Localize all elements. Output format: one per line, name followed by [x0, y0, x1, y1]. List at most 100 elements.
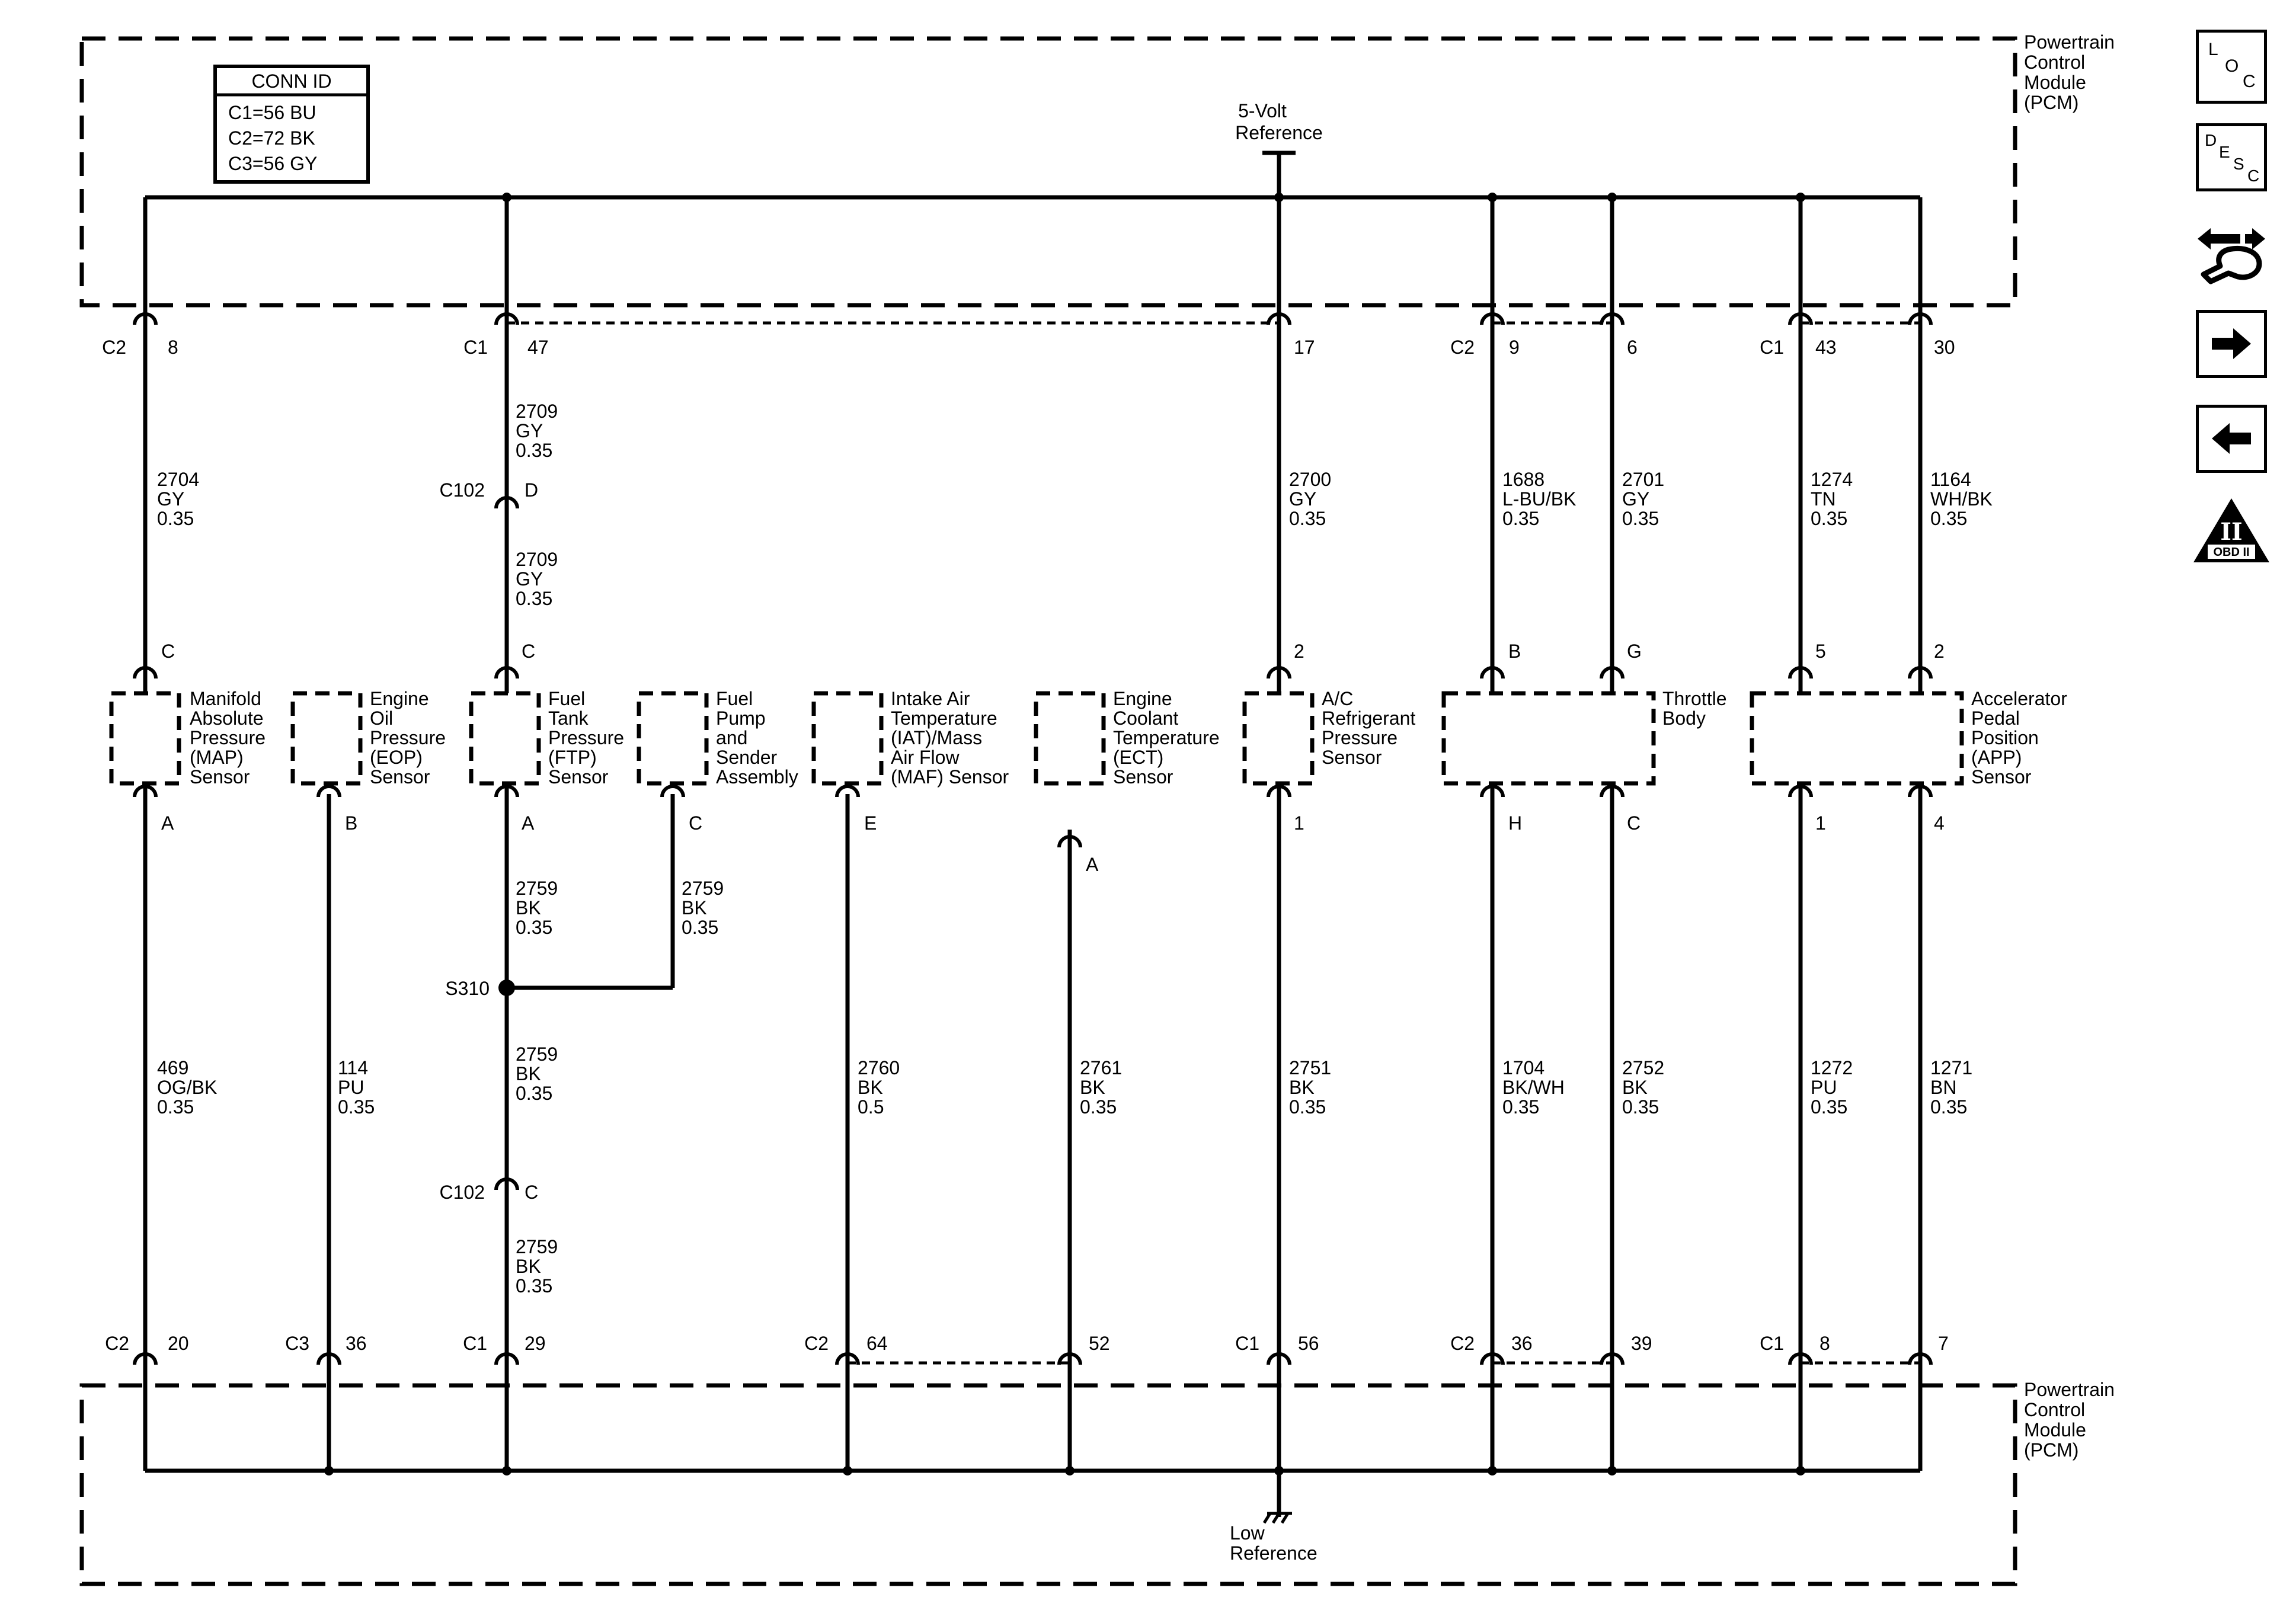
pin-letter: A — [522, 812, 535, 834]
connector-id: C1 — [1235, 1333, 1259, 1354]
wire-gauge: 0.35 — [682, 917, 718, 938]
svg-text:Fuel: Fuel — [716, 688, 753, 709]
conn-id-title: CONN ID — [251, 71, 331, 92]
svg-text:and: and — [716, 727, 747, 748]
low-reference-label: Low — [1230, 1522, 1265, 1544]
circuit-number: 2759 — [516, 878, 558, 899]
wire-gauge: 0.35 — [1289, 1096, 1326, 1118]
svg-text:Oil: Oil — [370, 708, 393, 729]
wire-gauge: 0.35 — [516, 917, 552, 938]
circuit-number: 2709 — [516, 401, 558, 422]
wire-color: PU — [338, 1077, 364, 1098]
pcm-bottom-outline — [79, 1383, 2017, 1586]
svg-text:Control: Control — [2024, 1399, 2085, 1420]
splice-label: S310 — [445, 978, 490, 999]
wire-gauge: 0.35 — [157, 508, 194, 529]
bottom-connector-labels: C2 20 C3 36 C1 29 C2 64 52 C1 56 C2 36 3… — [105, 1333, 1949, 1354]
svg-text:D: D — [525, 479, 538, 501]
wire-gauge: 0.35 — [1811, 508, 1847, 529]
inline-connector-c102-top: C102 D — [440, 479, 539, 501]
wire-color: PU — [1811, 1077, 1837, 1098]
sensor-top-pins: C C 2 B G 5 2 — [161, 641, 1945, 662]
ac-pressure-sensor-box — [1242, 691, 1315, 786]
previous-arrow-icon[interactable] — [2196, 405, 2267, 473]
wires — [143, 197, 1923, 1471]
pin-number: 1 — [1294, 812, 1304, 834]
wire-gauge: 0.35 — [157, 1096, 194, 1118]
svg-text:Sensor: Sensor — [1971, 766, 2032, 788]
connector-id: C1 — [1760, 1333, 1784, 1354]
pin-number: 29 — [525, 1333, 546, 1354]
pin-number: 2 — [1934, 641, 1945, 662]
circuit-number: 2760 — [858, 1057, 900, 1078]
circuit-number: 1274 — [1811, 469, 1853, 490]
pin-letter: G — [1627, 641, 1642, 662]
pin-number: 5 — [1815, 641, 1826, 662]
five-volt-reference-label: Reference — [1235, 122, 1323, 143]
svg-text:Module: Module — [2024, 1419, 2086, 1441]
pin-letter: H — [1508, 812, 1522, 834]
wire-gauge: 0.35 — [516, 440, 552, 461]
svg-text:C102: C102 — [440, 1182, 485, 1203]
obd-ii-icon[interactable]: II OBD II — [2190, 495, 2273, 566]
component-label-fuel-pump: Fuel Pump and Sender Assembly — [716, 688, 798, 788]
wire-color: OG/BK — [157, 1077, 217, 1098]
pcm-top-label: Powertrain Control Module (PCM) — [2024, 31, 2115, 113]
desc-icon[interactable]: D E S C — [2196, 123, 2267, 191]
circuit-number: 2701 — [1622, 469, 1664, 490]
svg-text:Air Flow: Air Flow — [891, 747, 960, 768]
wire-color: WH/BK — [1930, 488, 1993, 510]
svg-text:(MAF) Sensor: (MAF) Sensor — [891, 766, 1009, 788]
svg-text:Accelerator: Accelerator — [1971, 688, 2067, 709]
svg-text:Pedal: Pedal — [1971, 708, 2020, 729]
circuit-number: 2752 — [1622, 1057, 1664, 1078]
connector-repair-icon[interactable] — [2193, 216, 2270, 287]
circuit-number: 2759 — [516, 1044, 558, 1065]
component-label-app: Accelerator Pedal Position (APP) Sensor — [1971, 688, 2067, 788]
wire-color: GY — [157, 488, 184, 510]
pin-number: 39 — [1631, 1333, 1652, 1354]
wire-color: BK — [516, 1063, 541, 1084]
svg-text:Temperature: Temperature — [1113, 727, 1220, 748]
wire-color: GY — [516, 420, 543, 441]
svg-text:Engine: Engine — [1113, 688, 1172, 709]
loc-icon[interactable]: L O C — [2196, 30, 2267, 104]
bottom-wire-labels: 469 OG/BK 0.35 114 PU 0.35 2759 BK 0.35 … — [157, 878, 1972, 1297]
top-wire-labels: 2704 GY 0.35 2709 GY 0.35 2709 GY 0.35 2… — [157, 401, 1993, 609]
pin-number: 4 — [1934, 812, 1945, 834]
pin-number: 43 — [1815, 337, 1837, 358]
wire-color: BK — [1622, 1077, 1648, 1098]
svg-text:Position: Position — [1971, 727, 2039, 748]
wire-gauge: 0.35 — [1289, 508, 1326, 529]
svg-text:Intake Air: Intake Air — [891, 688, 970, 709]
connector-id: C1 — [1760, 337, 1784, 358]
next-arrow-icon[interactable] — [2196, 310, 2267, 378]
circuit-number: 2759 — [516, 1236, 558, 1257]
circuit-number: 1271 — [1930, 1057, 1972, 1078]
connector-id: C2 — [102, 337, 126, 358]
low-reference-label: Reference — [1230, 1542, 1318, 1564]
svg-text:Coolant: Coolant — [1113, 708, 1178, 729]
svg-text:Sensor: Sensor — [1322, 747, 1382, 768]
svg-text:Fuel: Fuel — [548, 688, 585, 709]
pin-number: 30 — [1934, 337, 1955, 358]
wire-gauge: 0.35 — [1502, 508, 1539, 529]
svg-text:Sensor: Sensor — [190, 766, 250, 788]
svg-text:Temperature: Temperature — [891, 708, 997, 729]
connector-group-links — [507, 321, 1920, 1365]
svg-text:Sensor: Sensor — [370, 766, 430, 788]
wire-color: TN — [1811, 488, 1836, 510]
svg-text:Tank: Tank — [548, 708, 589, 729]
component-label-ftp: Fuel Tank Pressure (FTP) Sensor — [548, 688, 624, 788]
connector-id: C2 — [105, 1333, 129, 1354]
wire-gauge: 0.35 — [516, 1083, 552, 1104]
circuit-number: 1272 — [1811, 1057, 1853, 1078]
connector-id: C1 — [463, 1333, 487, 1354]
component-label-throttle-body: Throttle Body — [1662, 688, 1726, 729]
pin-letter: C — [161, 641, 175, 662]
circuit-number: 469 — [157, 1057, 188, 1078]
svg-text:Powertrain: Powertrain — [2024, 1379, 2115, 1400]
svg-text:Manifold: Manifold — [190, 688, 261, 709]
svg-text:Engine: Engine — [370, 688, 429, 709]
wire-gauge: 0.35 — [1502, 1096, 1539, 1118]
